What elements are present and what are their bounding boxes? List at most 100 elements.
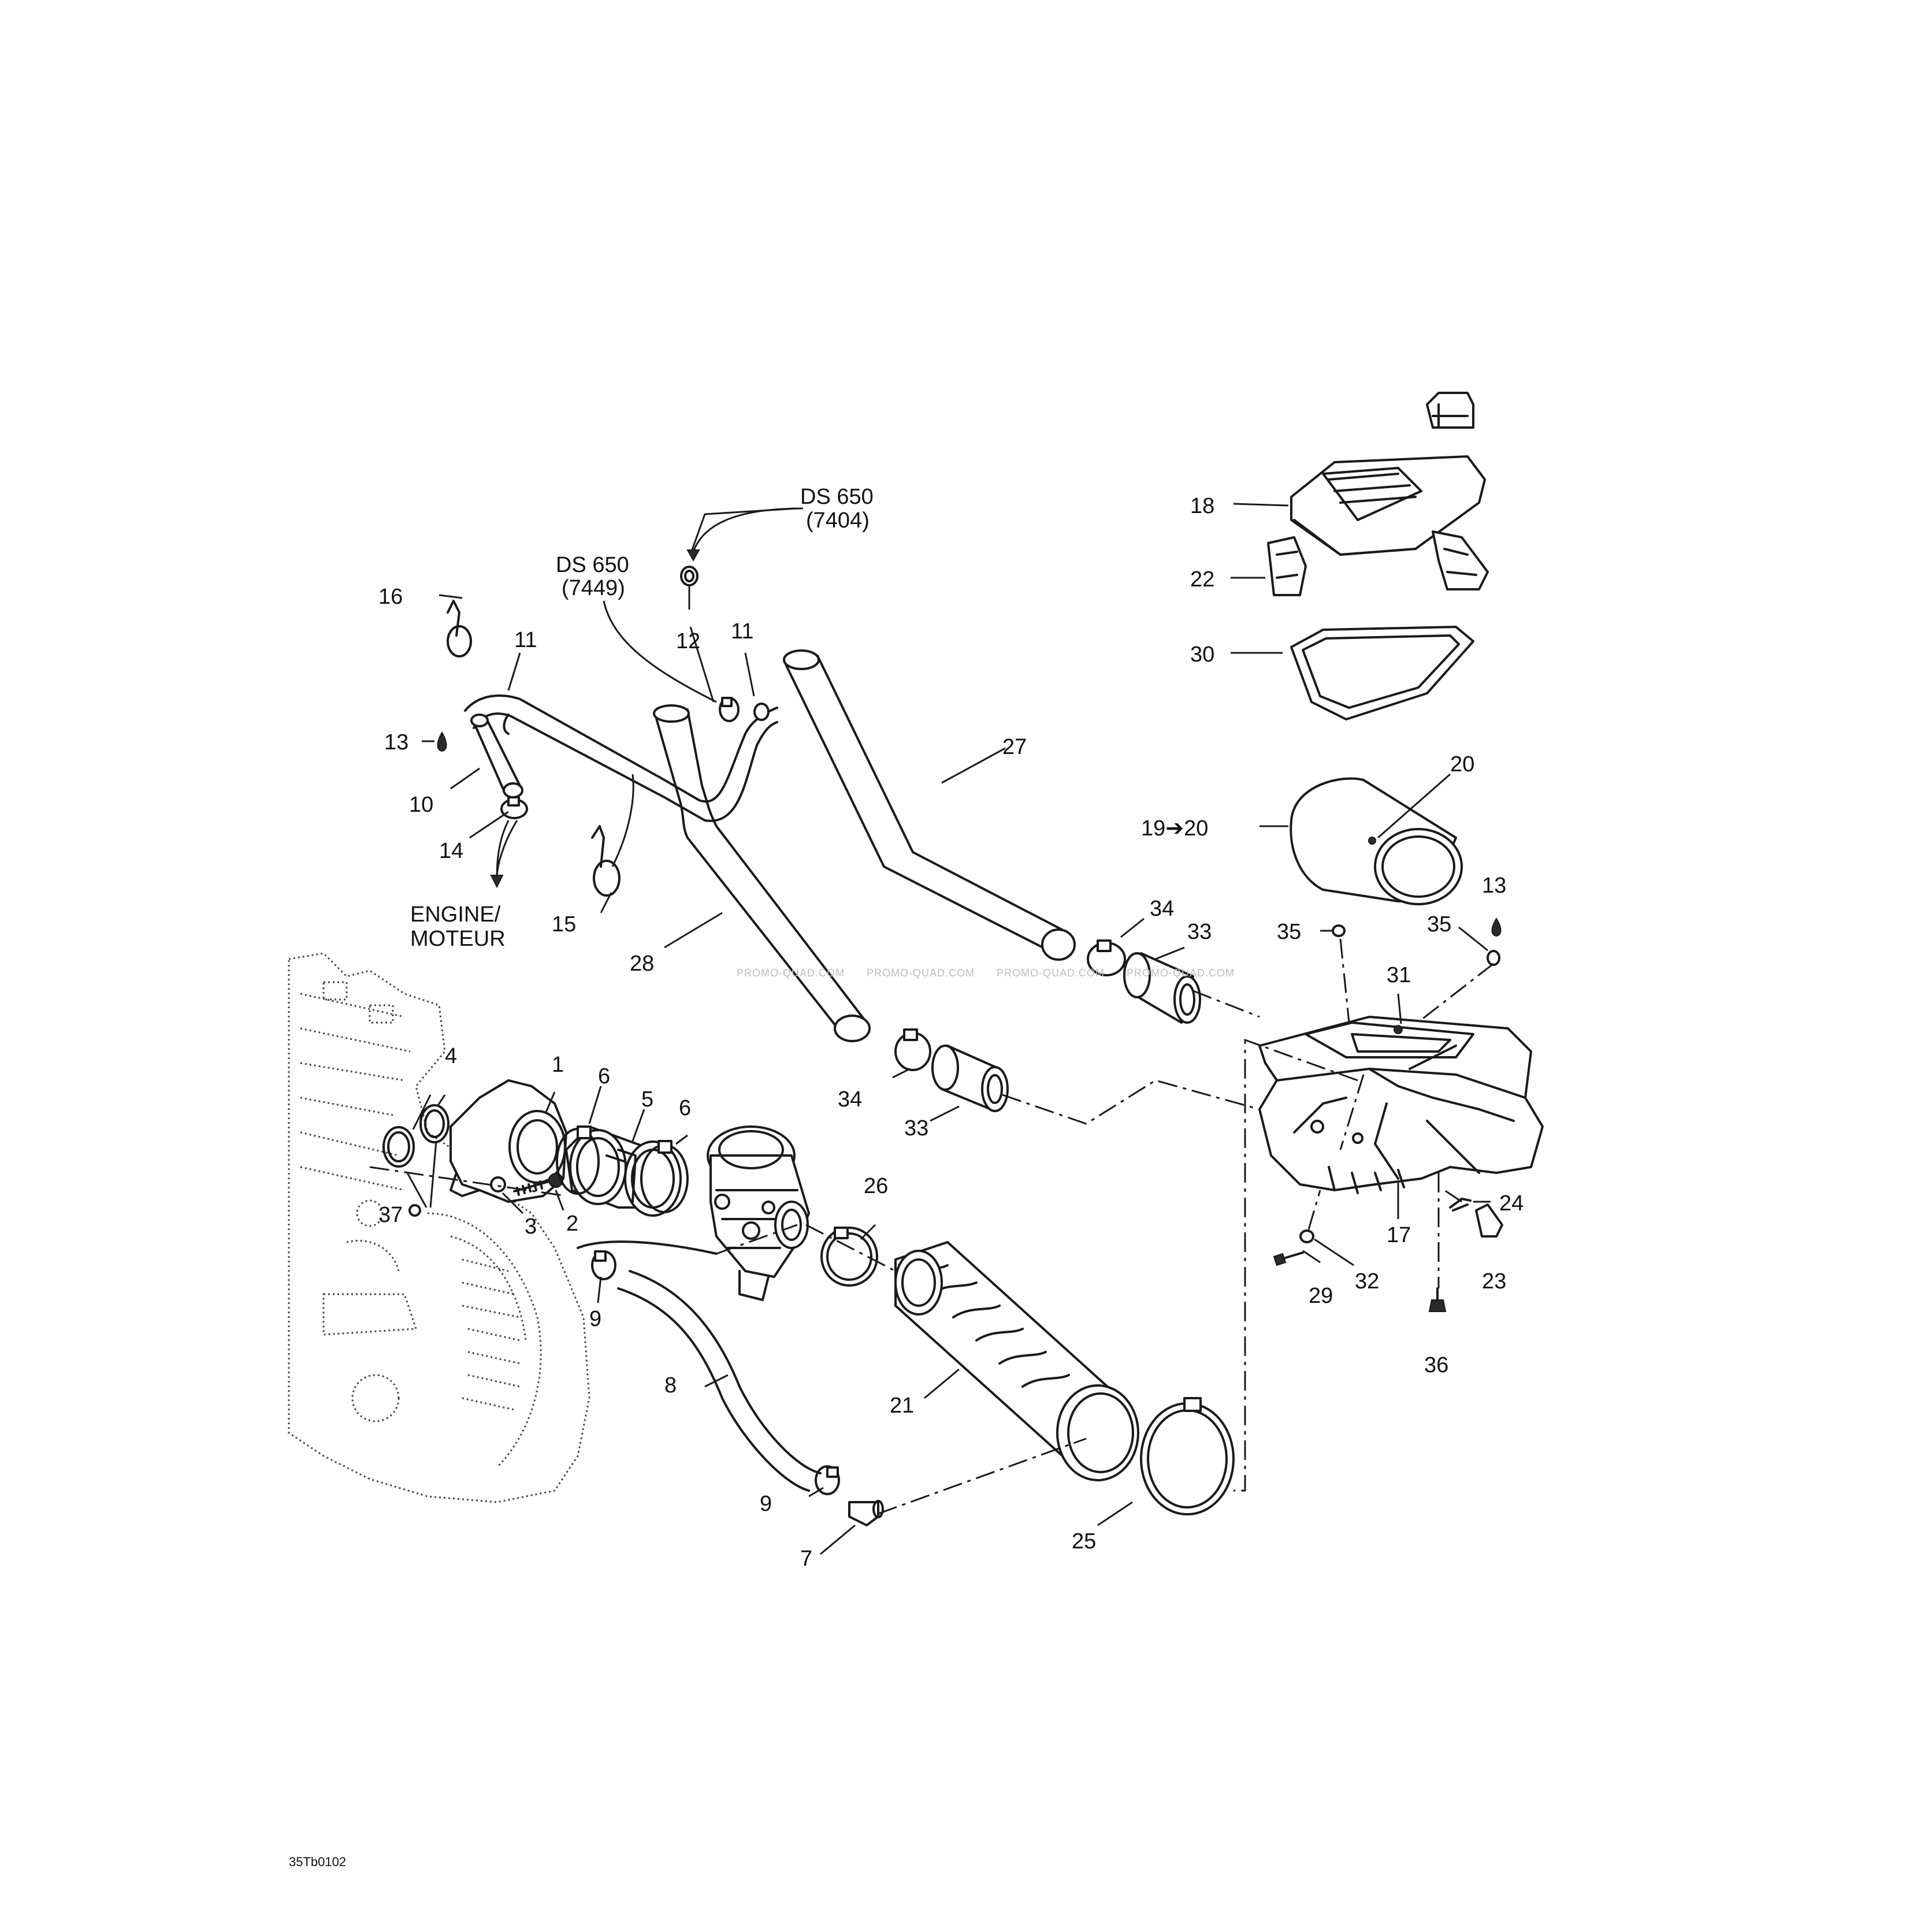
- inlet-boot-21: [894, 1241, 1139, 1481]
- clamp-9-b: [815, 1465, 840, 1495]
- clamp-12-detail: [680, 566, 699, 586]
- check-valve-10: [470, 714, 523, 798]
- engine-arrow: [490, 820, 518, 889]
- clamp-9-a: [591, 1250, 616, 1280]
- latch-22-right: [1432, 530, 1489, 590]
- air-box-17: [1258, 1016, 1544, 1194]
- plug-35-a: [1332, 924, 1346, 937]
- callout-17: 17: [1387, 1223, 1411, 1247]
- callout-labels: 1 2 3 4 5 6 6 7 8 9 9 10 11 11 12 13 13 …: [378, 494, 1524, 1571]
- callout-35b: 35: [1427, 912, 1451, 937]
- callout-24: 24: [1499, 1191, 1524, 1216]
- model-notes: DS 650 (7404) DS 650 (7449) ENGINE/ MOTE…: [410, 485, 874, 951]
- tube-28: [653, 704, 871, 1042]
- callout-1: 1: [552, 1053, 564, 1077]
- note-ds650-7449-code: (7449): [562, 576, 625, 600]
- hose-8: [617, 1270, 822, 1492]
- clamp-34-lower: [894, 1028, 931, 1071]
- callout-33b: 33: [904, 1116, 928, 1140]
- callout-26: 26: [864, 1174, 888, 1198]
- callout-10: 10: [409, 793, 433, 817]
- callout-14: 14: [439, 839, 463, 863]
- watermark-3: PROMO-QUAD.COM: [997, 967, 1105, 979]
- callout-15: 15: [552, 912, 576, 937]
- ds650-arrow-a: [686, 507, 804, 562]
- clamp-25: [1140, 1397, 1235, 1515]
- clamp-34-upper: [1087, 939, 1126, 976]
- clamp-6-a: [556, 1125, 600, 1195]
- air-filter-20: [1290, 777, 1463, 905]
- carburetor: [707, 1125, 810, 1301]
- callout-11a: 11: [514, 628, 537, 652]
- watermark-2: PROMO-QUAD.COM: [867, 967, 975, 979]
- callout-13a: 13: [384, 730, 408, 755]
- callout-6a: 6: [598, 1064, 610, 1088]
- callout-23: 23: [1482, 1269, 1506, 1294]
- callout-9b: 9: [760, 1492, 772, 1516]
- cable-tie-15: [591, 825, 621, 897]
- note-ds650-7404-model: DS 650: [800, 485, 874, 509]
- callout-36: 36: [1424, 1353, 1448, 1377]
- callout-18: 18: [1190, 494, 1214, 518]
- watermark-4: PROMO-QUAD.COM: [1127, 967, 1235, 979]
- bolt-29: [1273, 1251, 1304, 1266]
- callout-29: 29: [1309, 1284, 1333, 1308]
- callout-19-20: 19➔20: [1141, 816, 1208, 841]
- callout-21: 21: [890, 1394, 914, 1418]
- callout-33a: 33: [1187, 920, 1212, 944]
- vent-hose: [577, 1240, 718, 1255]
- latch-22-left: [1267, 536, 1307, 596]
- tube-27: [783, 649, 1076, 961]
- callout-32: 32: [1355, 1269, 1379, 1294]
- coupler-33-upper: [1123, 952, 1201, 1024]
- callout-20: 20: [1450, 752, 1474, 776]
- callout-22: 22: [1190, 567, 1214, 592]
- note-engine-fr: MOTEUR: [410, 927, 506, 951]
- oil-drop-13-a: [437, 731, 447, 752]
- callout-28: 28: [630, 952, 654, 976]
- o-ring-37: [408, 1204, 421, 1217]
- latch-top: [1426, 392, 1474, 429]
- clamp-26: [820, 1227, 878, 1287]
- callout-16: 16: [378, 585, 403, 609]
- assembly-lines: [369, 938, 1494, 1515]
- note-engine-en: ENGINE/: [410, 902, 501, 927]
- gasket-30: [1290, 626, 1474, 720]
- note-ds650-7449-model: DS 650: [556, 553, 629, 577]
- callout-3: 3: [525, 1214, 537, 1239]
- note-ds650-7404-code: (7404): [806, 508, 870, 533]
- callout-13b: 13: [1482, 874, 1506, 898]
- callout-8: 8: [664, 1373, 677, 1398]
- washer-32: [1299, 1229, 1314, 1243]
- drain-23: [1475, 1203, 1503, 1238]
- callout-5: 5: [641, 1087, 653, 1112]
- hose-bend-13: [503, 714, 510, 735]
- callout-2: 2: [566, 1212, 578, 1236]
- callout-34b: 34: [838, 1087, 862, 1112]
- coupler-33-lower: [931, 1045, 1009, 1112]
- screw-36: [1428, 1287, 1447, 1312]
- fitting-7: [848, 1500, 884, 1526]
- callout-35a: 35: [1277, 920, 1301, 944]
- o-ring-4: [382, 1104, 449, 1168]
- clamp-12: [719, 697, 740, 722]
- cable-tie-16: [447, 600, 472, 657]
- engine-outline: [288, 952, 590, 1503]
- oil-drop-13-b: [1491, 917, 1502, 937]
- hose-end-11: [753, 703, 770, 721]
- callout-37: 37: [378, 1203, 403, 1227]
- callout-27: 27: [1002, 735, 1027, 759]
- intake-manifold-1: [449, 1079, 567, 1203]
- callout-7: 7: [800, 1547, 812, 1571]
- leader-lines: [406, 503, 1491, 1555]
- figure-code: 35Tb0102: [289, 1855, 346, 1869]
- washer-3: [490, 1176, 506, 1192]
- callout-11b: 11: [731, 619, 753, 644]
- callout-6b: 6: [679, 1096, 691, 1120]
- clamp-14: [500, 796, 528, 819]
- callout-25: 25: [1072, 1529, 1096, 1554]
- callout-9a: 9: [589, 1307, 601, 1331]
- callout-34a: 34: [1150, 897, 1174, 921]
- clip-24: [1449, 1198, 1472, 1212]
